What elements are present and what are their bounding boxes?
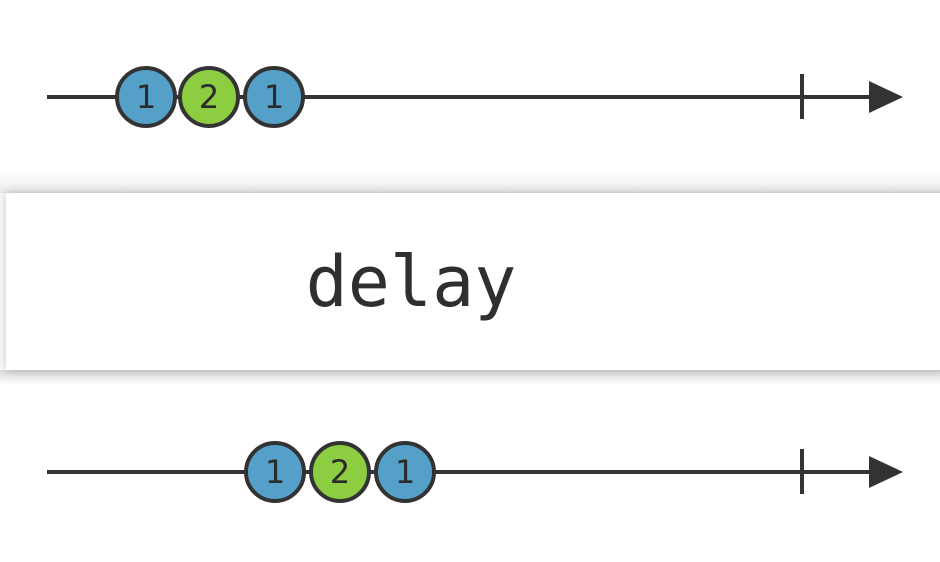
marble-value: 1 [395,453,415,491]
output-marble-1[interactable]: 1 [244,441,306,503]
source-timeline-svg: 1 2 1 [47,66,903,128]
marble-circle [178,66,240,128]
source-marble-2[interactable]: 2 [178,66,240,128]
source-marble-3[interactable]: 1 [243,66,305,128]
output-marble-3[interactable]: 1 [374,441,436,503]
output-timeline-svg: 1 2 1 [47,441,903,503]
marble-value: 1 [264,78,284,116]
marble-value: 2 [199,78,219,116]
output-arrow-head [869,456,903,488]
output-timeline-row: 1 2 1 [0,372,940,562]
marble-circle [243,66,305,128]
source-arrow-head [869,81,903,113]
source-timeline-row: 1 2 1 [0,0,940,190]
marble-circle [374,441,436,503]
marble-circle [115,66,177,128]
marble-value: 1 [265,453,285,491]
output-marble-2[interactable]: 2 [309,441,371,503]
marble-value: 1 [136,78,156,116]
marble-circle [244,441,306,503]
marble-value: 2 [330,453,350,491]
source-marble-1[interactable]: 1 [115,66,177,128]
operator-box[interactable]: delay [6,193,940,370]
marble-circle [309,441,371,503]
operator-name-label: delay [305,240,517,323]
